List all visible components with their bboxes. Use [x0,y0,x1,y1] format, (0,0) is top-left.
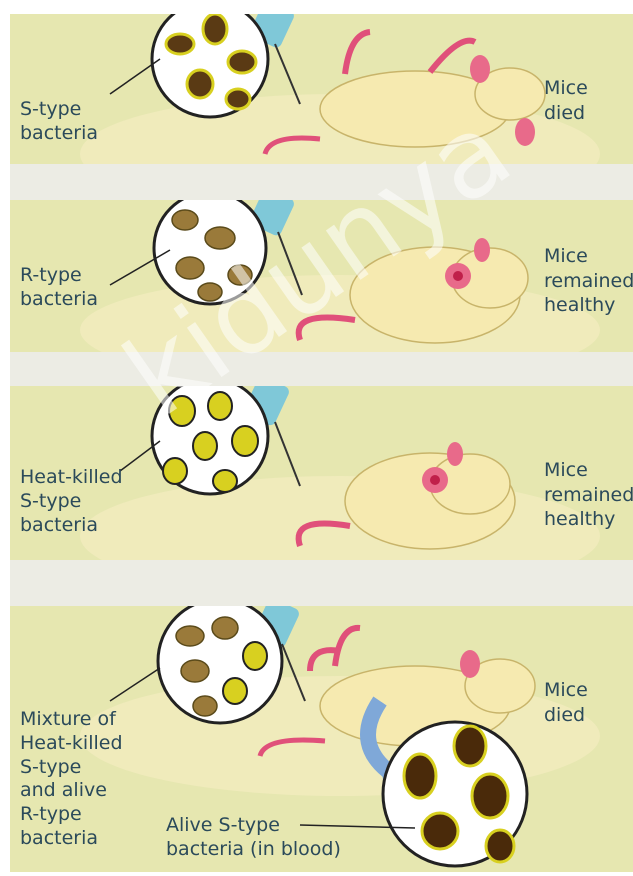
outcome-label: Mice died [544,76,588,125]
bacteria-label: R-type bacteria [20,264,98,312]
panel-illustration [10,200,633,352]
outcome-label: Mice remained healthy [544,244,633,318]
blood-bacteria-label: Alive S-type bacteria (in blood) [166,814,341,862]
magnifier-circle-icon [152,14,268,117]
magnifier-circle-icon [152,386,268,494]
experiment-panel-s-type: S-type bacteria Mice died [10,14,633,164]
bacteria-label: Mixture of Heat-killed S-type and alive … [20,708,123,851]
blood-magnifier-icon [383,722,527,866]
panel-illustration [10,14,633,164]
experiment-panel-heat-killed: Heat-killed S-type bacteria Mice remaine… [10,386,633,560]
bacteria-label: Heat-killed S-type bacteria [20,466,123,537]
panel-gap [10,560,633,606]
experiment-panel-r-type: R-type bacteria Mice remained healthy [10,200,633,352]
panel-gap [10,352,633,386]
magnifier-circle-icon [154,200,266,304]
magnifier-circle-icon [158,606,282,723]
outcome-label: Mice remained healthy [544,458,633,532]
outcome-label: Mice died [544,678,588,727]
bacteria-label: S-type bacteria [20,98,98,146]
panel-gap [10,164,633,200]
experiment-panel-mixture: Mixture of Heat-killed S-type and alive … [10,606,633,872]
